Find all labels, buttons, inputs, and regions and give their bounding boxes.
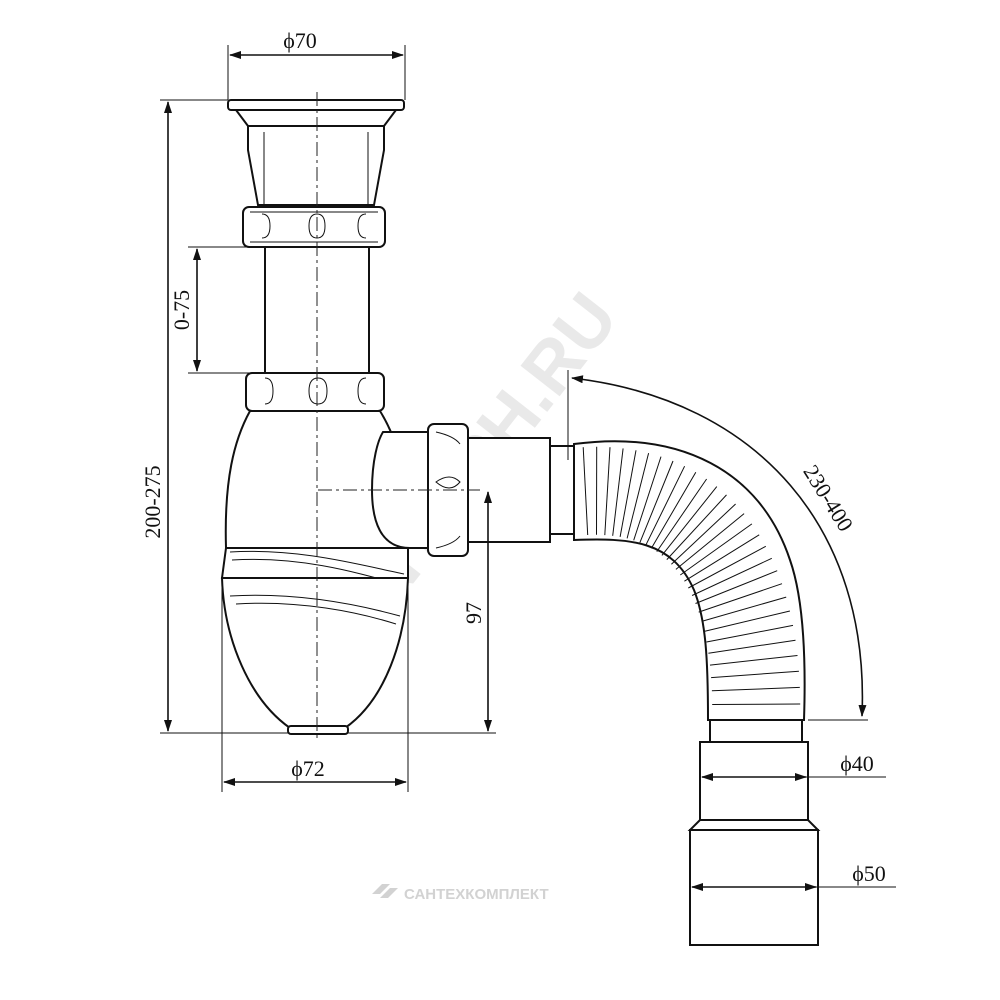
outlet-stub [467,437,551,543]
outlet-diameter-40-label: ϕ40 [840,751,874,776]
outlet-pipe-40 [699,741,809,821]
outlet-transition [687,819,821,831]
cup-rim [227,99,405,111]
hose-rib [712,703,801,705]
bottle-diameter-label: ϕ72 [291,756,325,781]
hose-length-label: 230-400 [798,460,858,535]
center-lines [316,92,480,742]
upper-nut [242,206,386,248]
cup-lip [234,109,398,127]
hose-collar [709,719,803,743]
flexible-hose [573,440,821,946]
outlet-diameter-50-label: ϕ50 [852,861,886,886]
cup-diameter-label: ϕ70 [283,28,317,53]
footer-watermark: САНТЕХКОМПЛЕКТ [372,884,549,903]
footer-watermark-text: САНТЕХКОМПЛЕКТ [404,886,549,903]
outlet-height-label: 97 [461,602,486,624]
hose-connector [549,445,575,535]
cup-body [247,125,385,206]
bottle-cap [287,725,349,735]
extension-label: 0-75 [169,290,194,330]
dimension-lines [160,45,896,891]
bottle-band [220,547,409,579]
bottle-cup [220,577,410,729]
overall-height-label: 200-275 [140,465,165,538]
brand-logo-icon [372,884,398,898]
